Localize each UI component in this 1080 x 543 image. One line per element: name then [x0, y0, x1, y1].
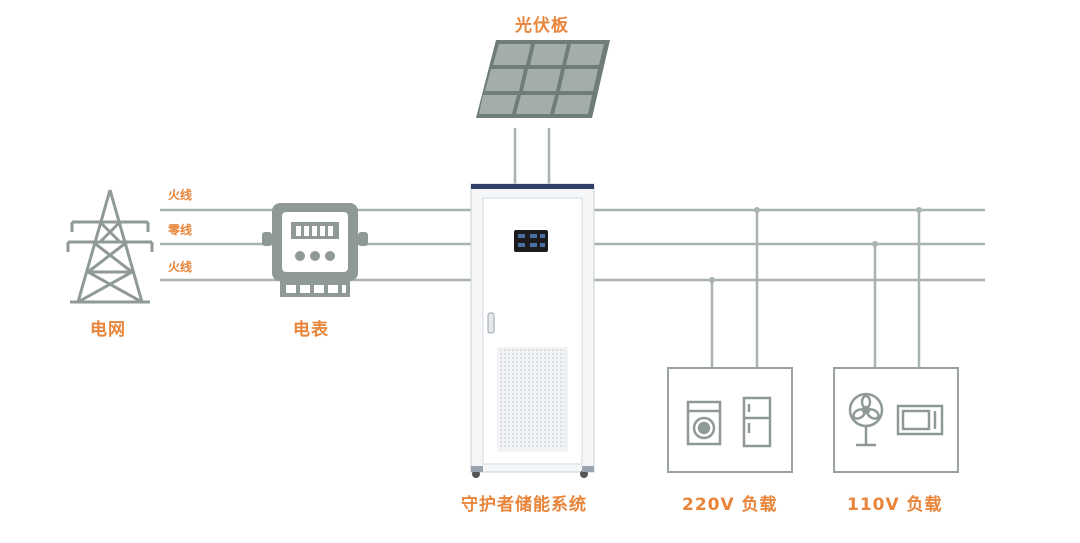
live-wire-label-2: 火线 — [168, 260, 193, 274]
junction-dot — [916, 207, 922, 213]
electric-meter-icon — [262, 203, 368, 297]
meter-label: 电表 — [293, 320, 329, 340]
washing-machine-icon — [686, 400, 722, 446]
refrigerator-icon — [742, 396, 772, 448]
live-wire-label-1: 火线 — [168, 188, 193, 202]
grid-label: 电网 — [90, 320, 126, 340]
load-220-label: 220V 负载 — [682, 495, 778, 515]
load-110-label: 110V 负载 — [847, 495, 943, 515]
junction-dot — [754, 207, 760, 213]
junction-dot — [709, 277, 715, 283]
microwave-icon — [896, 404, 944, 436]
storage-cabinet — [470, 183, 595, 478]
storage-system-label: 守护者储能系统 — [461, 495, 587, 515]
load-220-box — [667, 367, 793, 473]
solar-panel-icon — [476, 40, 610, 118]
power-tower-icon — [66, 189, 154, 304]
door-handle — [487, 312, 495, 334]
display-screen — [514, 230, 548, 252]
electric-fan-icon — [848, 392, 884, 447]
junction-dot — [872, 241, 878, 247]
vent-grille — [497, 347, 568, 452]
load-110-box — [833, 367, 959, 473]
neutral-wire-label: 零线 — [168, 223, 193, 237]
solar-panel-label: 光伏板 — [515, 16, 569, 36]
